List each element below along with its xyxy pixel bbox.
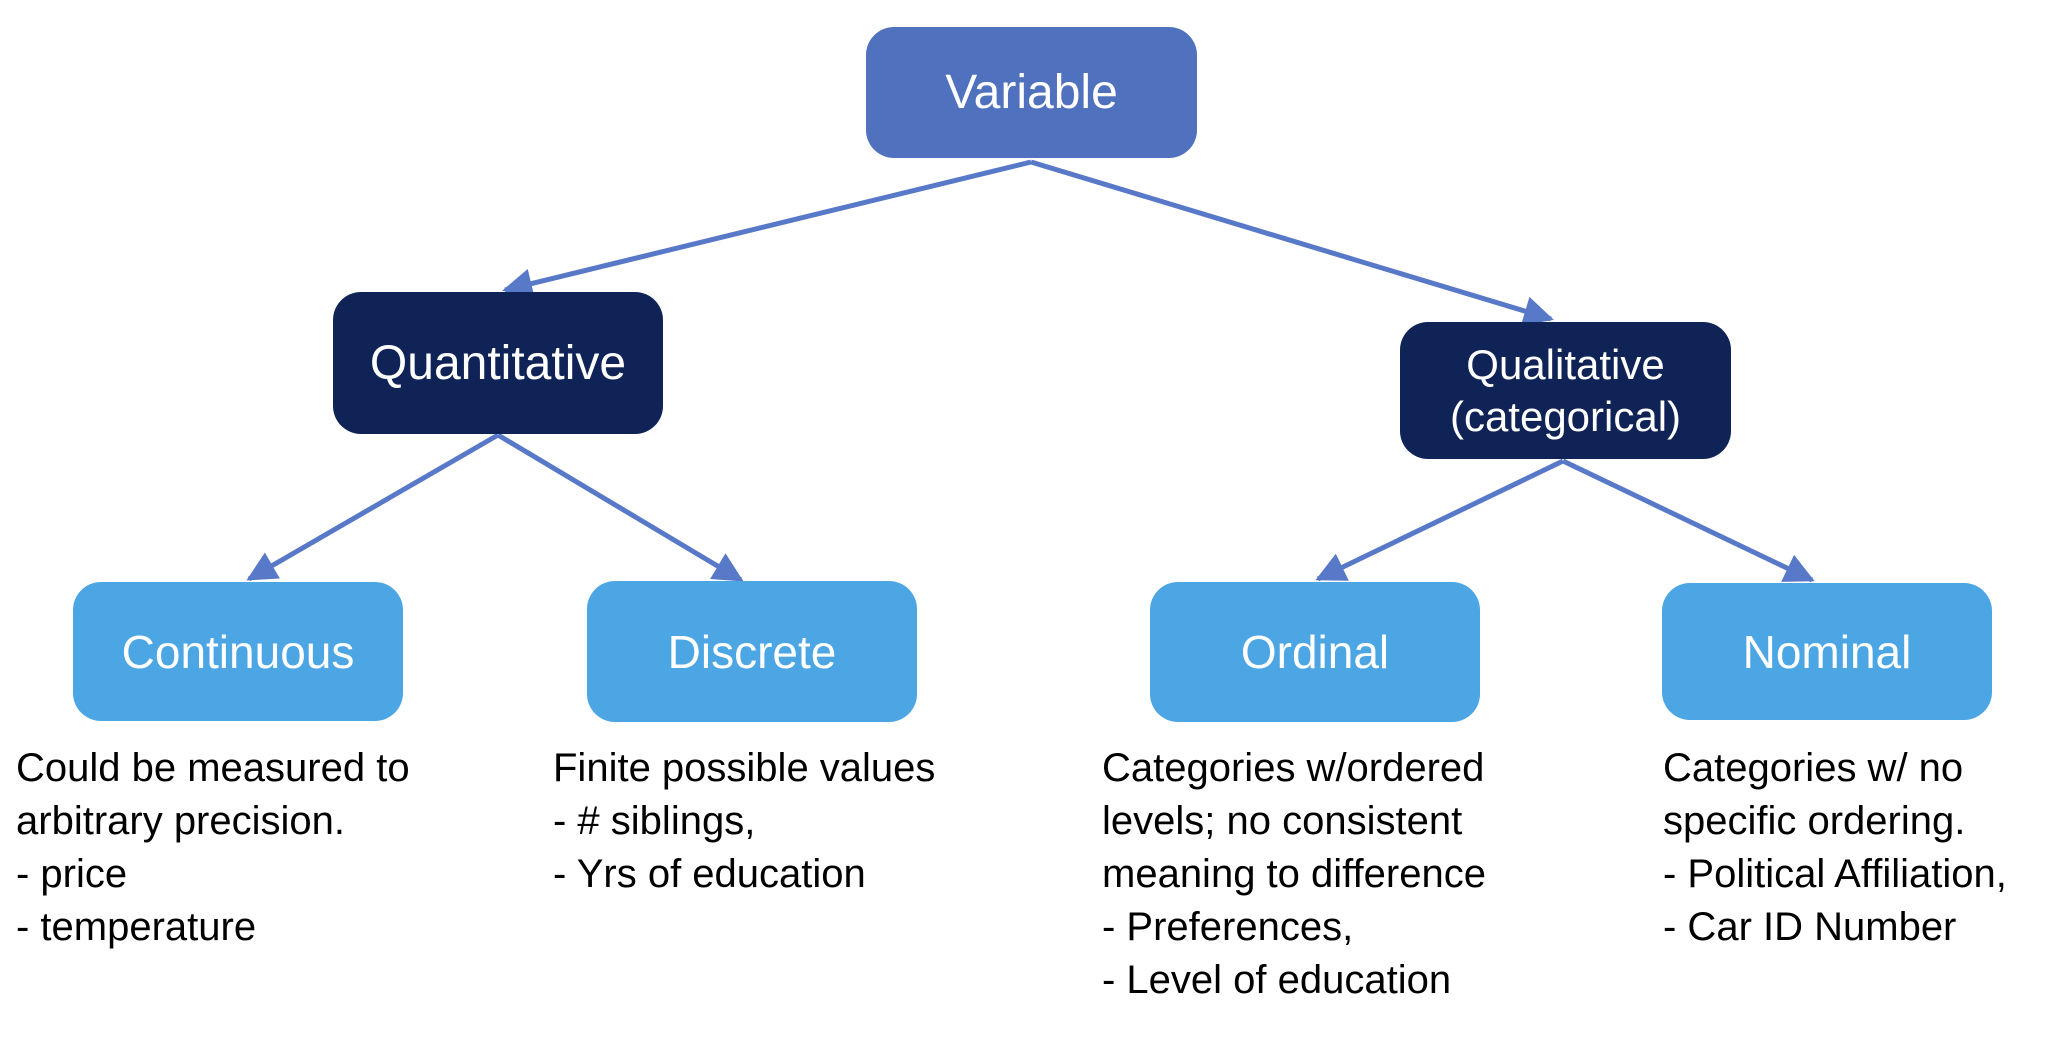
edge-variable-to-qualitative xyxy=(1030,159,1554,326)
node-qualitative: Qualitative (categorical) xyxy=(1400,322,1731,459)
edge-variable-to-quantitative xyxy=(502,159,1032,299)
edge-quantitative-to-continuous xyxy=(246,432,500,582)
nominal-description: Categories w/ no specific ordering. - Po… xyxy=(1663,746,2007,949)
edge-quantitative-to-discrete xyxy=(496,432,744,583)
ordinal-description: Categories w/ordered levels; no consiste… xyxy=(1102,746,1486,1002)
node-discrete: Discrete xyxy=(587,581,917,722)
node-quantitative: Quantitative xyxy=(333,292,663,434)
discrete-description: Finite possible values - # siblings, - Y… xyxy=(553,746,936,896)
node-continuous: Continuous xyxy=(73,582,403,721)
edge-qualitative-to-nominal xyxy=(1561,458,1815,583)
node-ordinal: Ordinal xyxy=(1150,582,1480,722)
node-nominal: Nominal xyxy=(1662,583,1992,720)
continuous-description: Could be measured to arbitrary precision… xyxy=(16,746,410,949)
node-variable: Variable xyxy=(866,27,1197,158)
edge-qualitative-to-ordinal xyxy=(1315,458,1565,582)
